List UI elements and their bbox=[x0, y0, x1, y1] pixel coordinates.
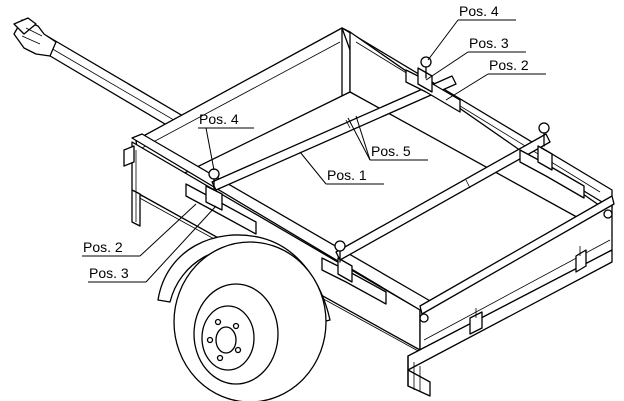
label-pos4-left: Pos. 4 bbox=[199, 111, 239, 127]
bracket-right-front bbox=[405, 56, 461, 113]
cross-bar-left bbox=[211, 75, 457, 191]
bracket-left-rear bbox=[321, 240, 387, 305]
bracket-right-rear bbox=[519, 122, 585, 199]
label-pos2-left: Pos. 2 bbox=[83, 239, 123, 255]
leader-lines bbox=[82, 19, 546, 283]
latches bbox=[123, 145, 613, 335]
label-pos1: Pos. 1 bbox=[327, 167, 367, 183]
label-pos3-left: Pos. 3 bbox=[89, 265, 129, 281]
label-pos2-top: Pos. 2 bbox=[489, 57, 529, 73]
front-wall bbox=[407, 195, 615, 397]
label-pos3-top: Pos. 3 bbox=[469, 35, 509, 51]
wheel bbox=[173, 241, 327, 401]
label-pos5: Pos. 5 bbox=[371, 143, 411, 159]
label-pos4-top: Pos. 4 bbox=[459, 3, 499, 19]
cross-bar-right bbox=[335, 133, 551, 261]
drawbar bbox=[13, 17, 201, 141]
